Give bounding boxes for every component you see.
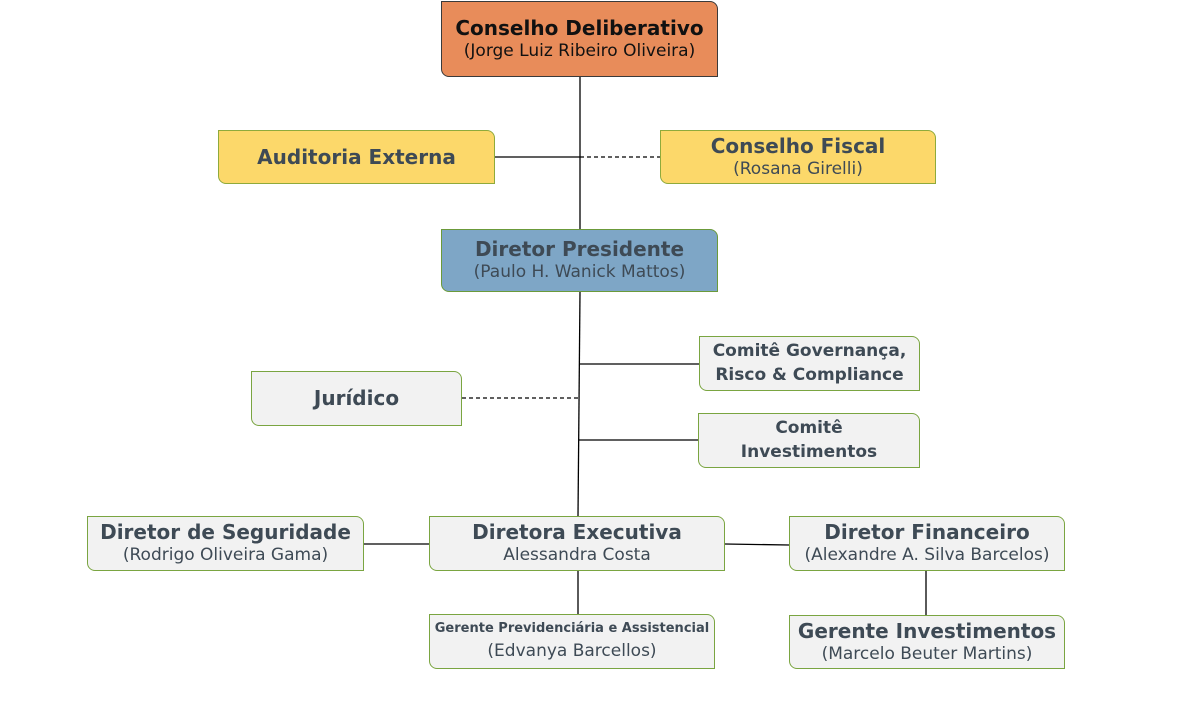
- gerente-investimentos-title: Gerente Investimentos: [797, 618, 1057, 643]
- juridico-title: Jurídico: [313, 386, 400, 410]
- gerente-previdenciaria-name: (Edvanya Barcellos): [487, 640, 657, 661]
- auditoria-externa-box: Auditoria Externa: [218, 130, 495, 184]
- diretor-presidente-name: (Paulo H. Wanick Mattos): [473, 262, 686, 283]
- gerente-investimentos-box: Gerente Investimentos (Marcelo Beuter Ma…: [789, 615, 1065, 669]
- diretor-financeiro-title: Diretor Financeiro: [824, 520, 1030, 545]
- diretora-executiva-box: Diretora Executiva Alessandra Costa: [429, 516, 725, 571]
- diretor-financeiro-name: (Alexandre A. Silva Barcelos): [804, 545, 1050, 566]
- connector-trunk-bottom: [577, 291, 581, 517]
- conselho-fiscal-box: Conselho Fiscal (Rosana Girelli): [660, 130, 936, 184]
- diretor-presidente-box: Diretor Presidente (Paulo H. Wanick Matt…: [441, 229, 718, 292]
- gerente-investimentos-name: (Marcelo Beuter Martins): [821, 643, 1033, 664]
- conselho-fiscal-title: Conselho Fiscal: [710, 133, 886, 158]
- conselho-deliberativo-title: Conselho Deliberativo: [455, 15, 704, 40]
- diretor-seguridade-name: (Rodrigo Oliveira Gama): [122, 545, 329, 566]
- conselho-deliberativo-box: Conselho Deliberativo (Jorge Luiz Ribeir…: [441, 1, 718, 77]
- comite-governanca-line1: Comitê Governança,: [712, 340, 907, 361]
- auditoria-externa-title: Auditoria Externa: [257, 144, 456, 169]
- diretor-financeiro-box: Diretor Financeiro (Alexandre A. Silva B…: [789, 516, 1065, 571]
- diretora-executiva-title: Diretora Executiva: [472, 520, 682, 545]
- comite-investimentos-line1: Comitê: [775, 417, 843, 438]
- gerente-previdenciaria-title: Gerente Previdenciária e Assistencial: [434, 621, 710, 637]
- comite-governanca-line2: Risco & Compliance: [715, 364, 904, 385]
- conselho-fiscal-name: (Rosana Girelli): [733, 158, 863, 179]
- diretor-presidente-title: Diretor Presidente: [474, 237, 685, 262]
- comite-investimentos-box: Comitê Investimentos: [698, 413, 920, 468]
- diretor-seguridade-box: Diretor de Seguridade (Rodrigo Oliveira …: [87, 516, 364, 571]
- juridico-box: Jurídico: [251, 371, 462, 426]
- connector-financeiro: [724, 543, 790, 546]
- diretor-seguridade-title: Diretor de Seguridade: [100, 520, 351, 545]
- gerente-previdenciaria-box: Gerente Previdenciária e Assistencial (E…: [429, 614, 715, 669]
- conselho-deliberativo-name: (Jorge Luiz Ribeiro Oliveira): [463, 40, 696, 61]
- comite-governanca-box: Comitê Governança, Risco & Compliance: [699, 336, 920, 391]
- diretora-executiva-name: Alessandra Costa: [503, 545, 651, 566]
- comite-investimentos-line2: Investimentos: [740, 441, 878, 462]
